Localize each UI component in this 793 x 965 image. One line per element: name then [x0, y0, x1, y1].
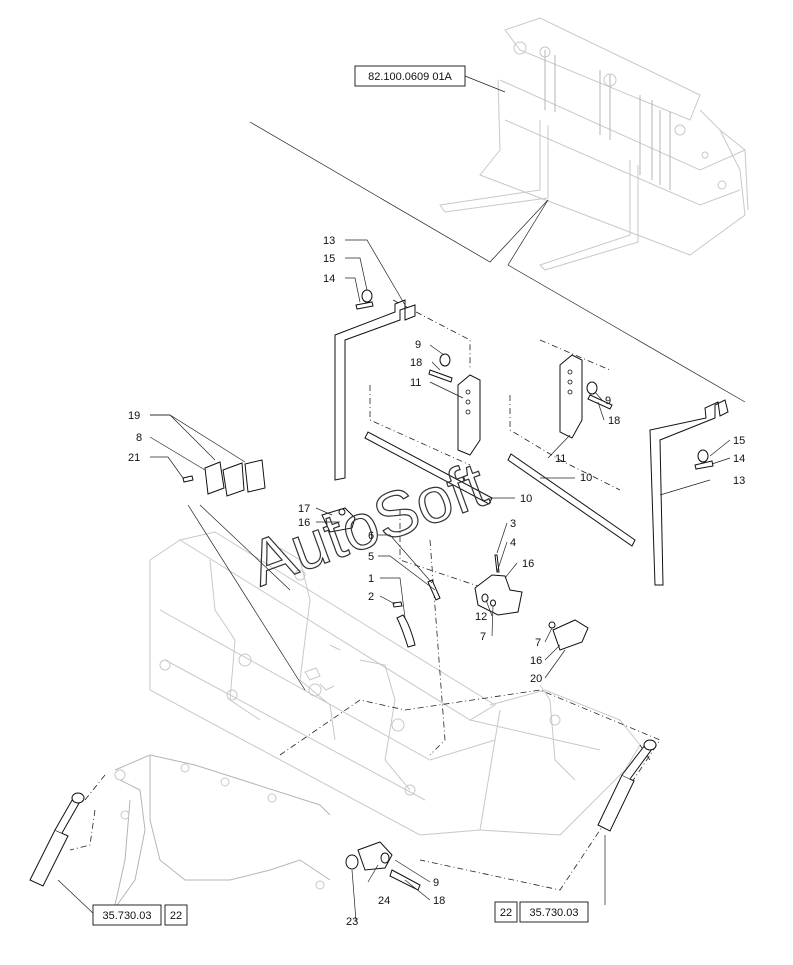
leader-lines	[57, 239, 731, 922]
reference-box-top[interactable]: 82.100.0609 01A	[354, 65, 466, 87]
callout-10-right[interactable]: 10	[580, 472, 592, 484]
reference-box-left[interactable]: 35.730.03 22	[92, 904, 188, 926]
callout-10-left[interactable]: 10	[520, 493, 532, 505]
callout-19[interactable]: 19	[128, 410, 140, 422]
callout-3[interactable]: 3	[510, 518, 516, 530]
callout-15-right[interactable]: 15	[733, 435, 745, 447]
inset-divider	[249, 75, 746, 403]
callout-24[interactable]: 24	[378, 895, 390, 907]
callout-5[interactable]: 5	[368, 551, 374, 563]
shaft-right	[507, 453, 636, 547]
reference-code-right: 35.730.03	[530, 907, 579, 919]
hydraulic-lines-ghost	[105, 754, 331, 920]
callout-16-left[interactable]: 16	[298, 517, 310, 529]
callout-16-mid[interactable]: 16	[522, 558, 534, 570]
callout-18-left[interactable]: 18	[410, 357, 422, 369]
callout-18-bottom[interactable]: 18	[433, 895, 445, 907]
inset-bucket-forks-ghost	[439, 17, 749, 271]
callout-11-left[interactable]: 11	[410, 377, 421, 389]
callout-2[interactable]: 2	[368, 591, 374, 603]
callout-7-mid[interactable]: 7	[480, 631, 486, 643]
reference-code-top: 82.100.0609 01A	[368, 71, 452, 83]
callout-17[interactable]: 17	[298, 503, 310, 515]
callout-4[interactable]: 4	[510, 537, 516, 549]
callout-6[interactable]: 6	[368, 530, 374, 542]
callout-20[interactable]: 20	[530, 673, 542, 685]
callout-13-right[interactable]: 13	[733, 475, 745, 487]
reference-box-right[interactable]: 22 35.730.03	[494, 901, 589, 923]
reference-code-left: 35.730.03	[103, 910, 152, 922]
small-parts	[182, 289, 714, 891]
callout-1[interactable]: 1	[368, 573, 374, 585]
callouts: 13 15 14 9 18 11 19 8 21 17 16 10 9 18 1…	[128, 235, 745, 928]
callout-21[interactable]: 21	[128, 452, 140, 464]
callout-16-right[interactable]: 16	[530, 655, 542, 667]
callout-11-right[interactable]: 11	[555, 453, 566, 465]
fork-tine-right	[649, 399, 729, 586]
callout-18-right[interactable]: 18	[608, 415, 620, 427]
hydraulic-cylinder-left	[29, 792, 85, 887]
main-bucket-ghost	[149, 531, 641, 836]
callout-14-right[interactable]: 14	[733, 453, 745, 465]
fork-tine-left	[334, 299, 416, 481]
callout-15-left[interactable]: 15	[323, 253, 335, 265]
fork-bracket-right	[559, 354, 583, 439]
callout-13-left[interactable]: 13	[323, 235, 335, 247]
callout-9-right[interactable]: 9	[605, 395, 611, 407]
callout-9-left[interactable]: 9	[415, 339, 421, 351]
callout-12[interactable]: 12	[475, 611, 487, 623]
hydraulic-cylinder-right	[597, 739, 657, 832]
callout-8[interactable]: 8	[136, 432, 142, 444]
callout-23[interactable]: 23	[346, 916, 358, 928]
fork-bracket-left	[457, 374, 481, 456]
callout-14-left[interactable]: 14	[323, 273, 335, 285]
reference-qty-left: 22	[170, 910, 182, 922]
callout-9-bottom[interactable]: 9	[433, 877, 439, 889]
reference-qty-right: 22	[500, 907, 512, 919]
callout-7-right[interactable]: 7	[535, 637, 541, 649]
